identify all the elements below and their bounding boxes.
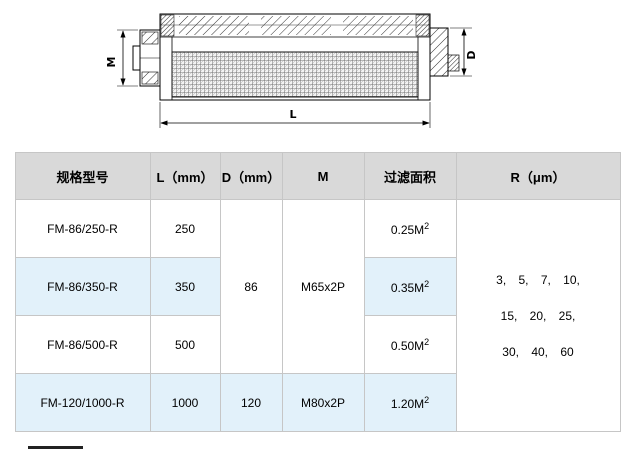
dim-m-label: M [105, 57, 118, 68]
model-cell: FM-86/500-R [14, 315, 151, 374]
area-cell: 0.50M2 [363, 315, 457, 374]
area-cell: 1.20M2 [363, 373, 457, 432]
rating-line: 3, 5, 7, 10, [496, 272, 580, 287]
mesh-element [171, 51, 419, 98]
spec-table: 规格型号 L（mm） D（mm） M 过滤面积 R（μm） FM-86/250-… [14, 152, 621, 432]
length-cell: 1000 [149, 373, 221, 432]
dim-l-label: L [289, 108, 296, 121]
diameter-cell: 120 [219, 373, 283, 432]
filter-drawing-svg: M D L [105, 13, 478, 128]
dimension-d: D [450, 27, 478, 77]
model-cell: FM-86/350-R [14, 257, 151, 316]
thread-merged-cell: M65x2P [281, 199, 365, 374]
header-length: L（mm） [149, 152, 221, 200]
filter-drawing: M D L [0, 0, 635, 150]
header-diameter: D（mm） [219, 152, 283, 200]
header-thread: M [281, 152, 365, 200]
rating-line: 15, 20, 25, [500, 308, 576, 323]
dimension-m: M [105, 29, 138, 87]
length-cell: 350 [149, 257, 221, 316]
length-cell: 500 [149, 315, 221, 374]
model-cell: FM-120/1000-R [14, 373, 151, 432]
model-cell: FM-86/250-R [14, 199, 151, 258]
rating-merged-cell: 3, 5, 7, 10, 15, 20, 25, 30, 40, 60 [455, 199, 621, 432]
right-end-fitting [429, 27, 460, 77]
table-row: FM-86/250-R 250 86 M65x2P 0.25M2 3, 5, 7… [14, 199, 621, 432]
dimension-l: L [159, 102, 431, 128]
table-row: FM-86/500-R 500 0.50M2 [14, 315, 620, 374]
length-cell: 250 [149, 199, 221, 258]
diameter-merged-cell: 86 [219, 199, 283, 374]
area-cell: 0.25M2 [363, 199, 457, 258]
table-row: FM-120/1000-R 1000 120 M80x2P 1.20M2 [14, 373, 620, 432]
thread-cell: M80x2P [281, 373, 365, 432]
table-row: FM-86/350-R 350 0.35M2 [14, 257, 620, 316]
dim-d-label: D [465, 50, 478, 59]
header-row: 规格型号 L（mm） D（mm） M 过滤面积 R（μm） [14, 152, 621, 200]
left-end-fitting [132, 29, 161, 87]
bottom-edge-artifact [28, 446, 83, 449]
area-cell: 0.35M2 [363, 257, 457, 316]
header-area: 过滤面积 [363, 152, 457, 200]
rating-line: 30, 40, 60 [502, 344, 574, 359]
header-rating: R（μm） [455, 152, 621, 200]
header-model: 规格型号 [14, 152, 151, 200]
